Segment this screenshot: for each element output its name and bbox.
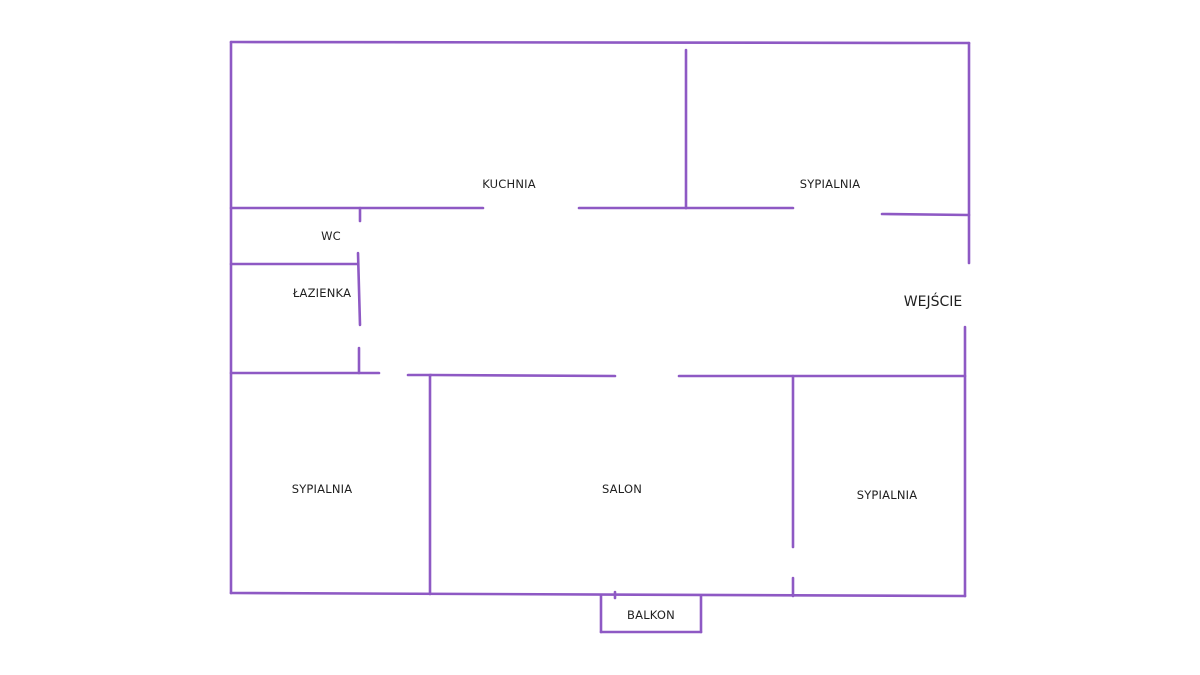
walls [229,40,971,634]
room-label-kitchen: KUCHNIA [482,177,536,191]
wall-bedroom-top-right-right [880,212,971,217]
wall-outer-top [229,40,971,45]
room-label-bathroom: ŁAZIENKA [292,286,351,300]
room-label-balcony: BALKON [627,608,675,622]
wall-salon-top-left [429,373,617,378]
room-label-bedroom-top-right: SYPIALNIA [800,177,861,191]
wall-bathroom-right [356,251,362,327]
room-label-wc: WC [321,229,341,243]
room-label-bedroom-bottom-left: SYPIALNIA [292,482,353,496]
room-label-living-room: SALON [602,482,642,496]
wall-outer-bottom [229,591,967,598]
room-labels: KUCHNIA SYPIALNIA WC ŁAZIENKA SYPIALNIA … [292,177,963,622]
entrance-label: WEJŚCIE [904,292,962,310]
room-label-bedroom-bottom-right: SYPIALNIA [857,488,918,502]
